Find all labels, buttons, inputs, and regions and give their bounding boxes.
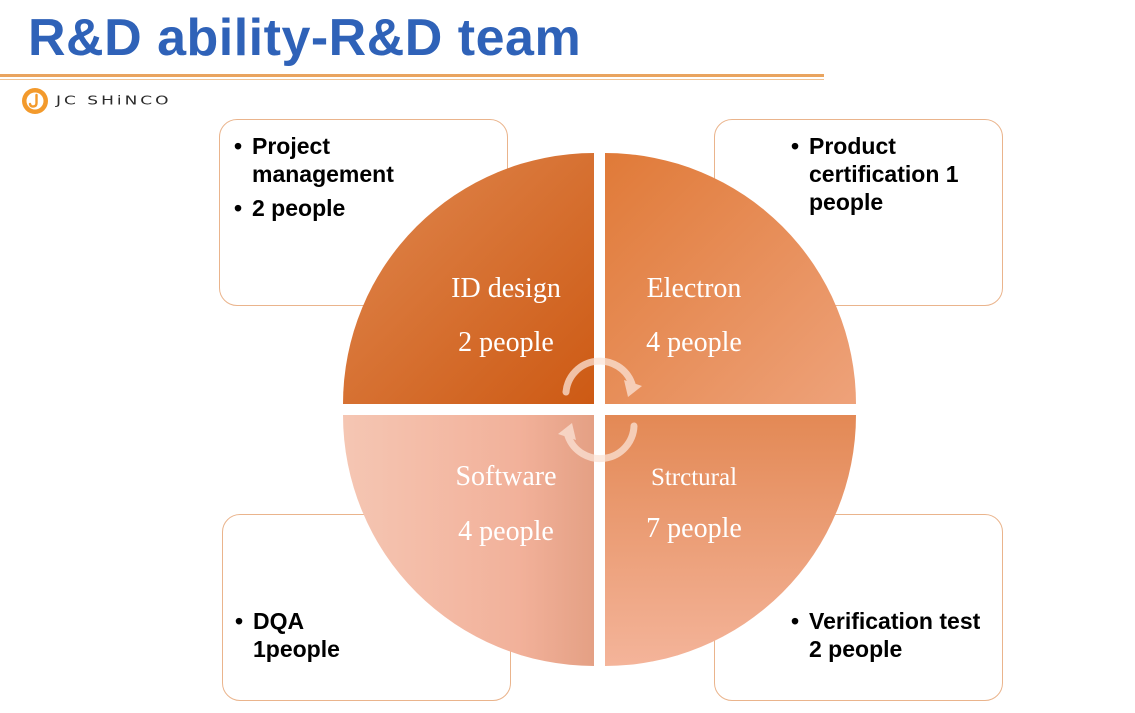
bullet-product-certification: Product certification 1 people xyxy=(791,132,979,216)
quadrant-label-electron: Electron xyxy=(647,273,742,304)
quadrant-label-software: Software xyxy=(455,461,556,492)
quadrant-id-design xyxy=(343,153,594,404)
quadrant-electron xyxy=(605,153,856,404)
logo-wordmark: JC SHiNCO xyxy=(56,93,172,109)
company-logo: JC SHiNCO xyxy=(21,87,172,115)
jc-logo-icon xyxy=(22,88,48,114)
bullet-project-management: Project management xyxy=(234,132,432,188)
quadrant-count-structural: 7 people xyxy=(646,513,742,544)
bullet-project-people: 2 people xyxy=(234,194,487,222)
quadrant-label-structural: Strctural xyxy=(651,464,737,491)
bullet-dqa: DQA 1people xyxy=(235,607,368,663)
quadrant-label-id-design: ID design xyxy=(451,273,561,304)
bullet-verification-test: Verification test 2 people xyxy=(791,607,989,663)
slide-title: R&D ability-R&D team xyxy=(28,9,582,67)
quadrant-count-electron: 4 people xyxy=(646,327,742,358)
title-divider-thin xyxy=(0,79,824,80)
title-divider xyxy=(0,74,824,77)
quadrant-software xyxy=(343,415,594,666)
quadrant-count-software: 4 people xyxy=(458,516,554,547)
quadrant-count-id-design: 2 people xyxy=(458,327,554,358)
quadrant-structural xyxy=(605,415,856,666)
cycle-arrows-icon xyxy=(558,357,642,463)
